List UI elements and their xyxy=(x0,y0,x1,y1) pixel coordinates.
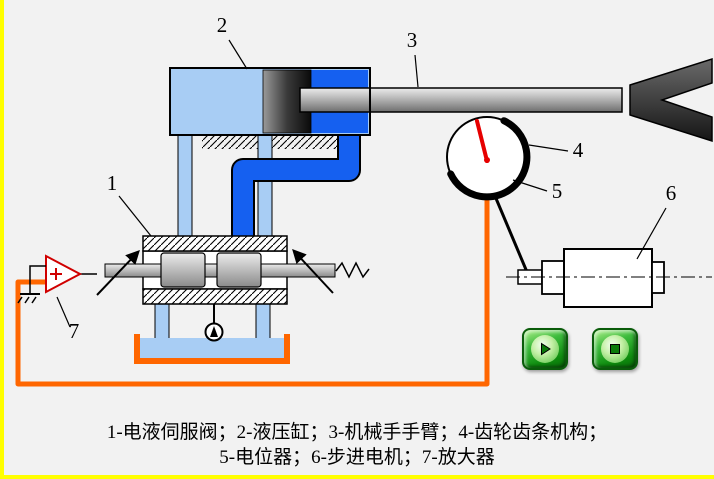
valve-bottom-plate xyxy=(142,288,288,305)
label-4: 4 xyxy=(573,138,584,162)
gear-rack-dial xyxy=(446,116,531,201)
leader-line-2 xyxy=(228,39,248,70)
ground-symbol-icon xyxy=(17,293,40,304)
spool-land-left xyxy=(160,252,206,288)
leader-line-6 xyxy=(636,207,667,260)
frame-bottom xyxy=(0,475,714,479)
tank-wall xyxy=(134,334,290,364)
label-6: 6 xyxy=(666,181,677,205)
mount-hatching xyxy=(202,136,348,149)
caption-line-2: 5-电位器；6-步进电机；7-放大器 xyxy=(219,447,495,468)
play-icon xyxy=(531,335,559,363)
pipe-middle xyxy=(257,129,273,243)
label-7: 7 xyxy=(69,319,80,343)
pump xyxy=(204,300,224,342)
tank-fluid xyxy=(139,338,285,360)
spool-land-right xyxy=(216,252,262,288)
gripper xyxy=(629,57,713,143)
leader-line-5 xyxy=(512,179,548,192)
label-3: 3 xyxy=(407,28,418,52)
motor-body xyxy=(563,248,653,308)
valve-top-plate xyxy=(142,235,288,252)
pipe-tank-left xyxy=(154,299,170,345)
solenoid-arrow-left-icon xyxy=(96,249,140,296)
pipe-pressure xyxy=(233,120,359,244)
callout-labels: 1 2 3 4 5 6 7 xyxy=(56,13,677,343)
dial-arc xyxy=(447,117,531,201)
pump-arrow-icon xyxy=(210,326,218,337)
pipe-tank-right xyxy=(255,299,271,345)
amplifier xyxy=(17,254,83,304)
servo-valve xyxy=(80,235,370,305)
play-button[interactable] xyxy=(522,328,568,370)
frame-left xyxy=(0,0,4,479)
linkage-rod xyxy=(493,195,529,273)
label-1: 1 xyxy=(107,171,118,195)
stop-button[interactable] xyxy=(592,328,638,370)
oil-tank xyxy=(134,334,290,364)
feedback-wire xyxy=(15,192,490,387)
leader-line-3 xyxy=(414,54,419,88)
stop-icon xyxy=(601,335,629,363)
amplifier-triangle-icon xyxy=(45,254,83,294)
amplifier-input-wire xyxy=(29,265,46,294)
dial-needle xyxy=(475,119,489,163)
manipulator-arm xyxy=(299,87,623,113)
label-2: 2 xyxy=(217,13,228,37)
pipe-left xyxy=(177,129,193,241)
stepper-motor xyxy=(506,248,712,308)
leader-line-7 xyxy=(56,296,71,328)
leader-line-4 xyxy=(528,144,569,152)
leader-line-1 xyxy=(118,195,152,237)
dial-hub xyxy=(484,157,490,163)
legend-caption: 1-电液伺服阀；2-液压缸；3-机械手手臂；4-齿轮齿条机构； 5-电位器；6-… xyxy=(0,420,714,470)
solenoid-arrow-right-icon xyxy=(292,248,334,294)
label-5: 5 xyxy=(552,179,563,203)
caption-line-1: 1-电液伺服阀；2-液压缸；3-机械手手臂；4-齿轮齿条机构； xyxy=(106,422,608,443)
valve-spring-icon xyxy=(335,261,370,279)
hydraulic-pipes xyxy=(154,120,361,345)
